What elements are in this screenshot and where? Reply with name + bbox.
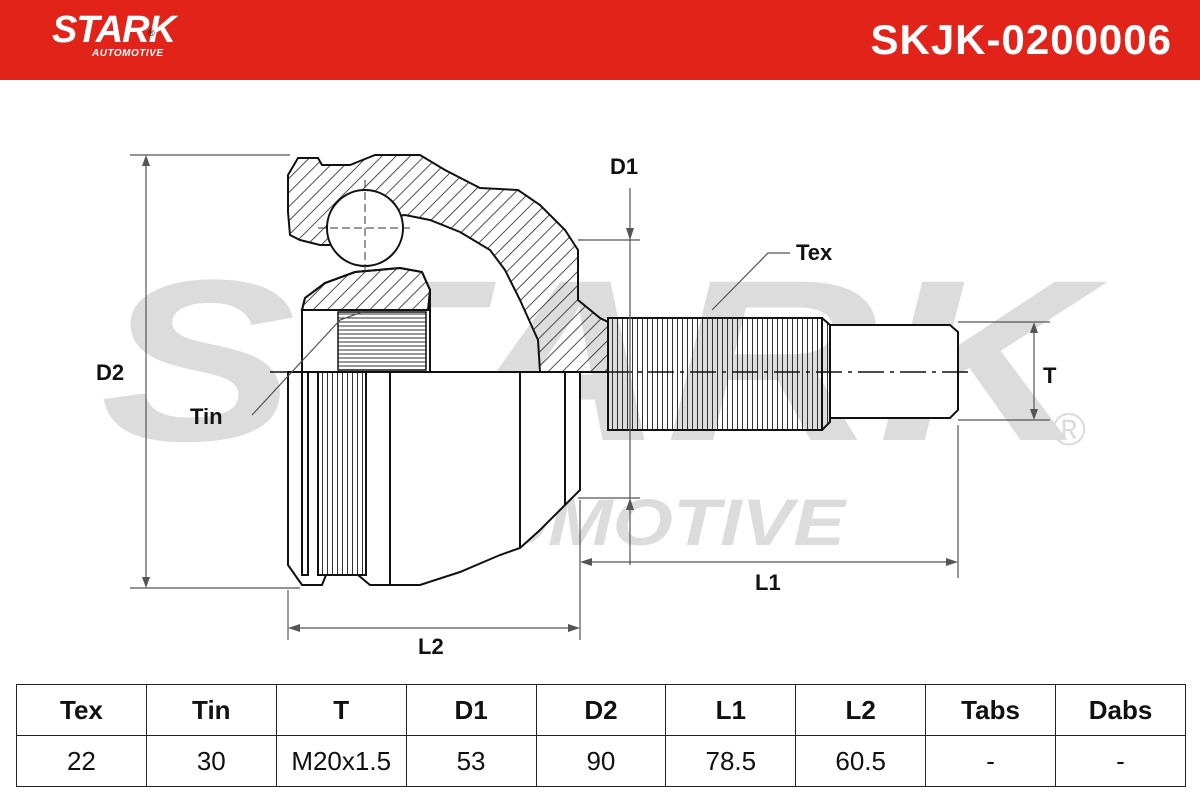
outer-housing-section	[287, 154, 609, 373]
value-tex: 22	[16, 735, 147, 787]
value-l1: 78.5	[665, 735, 797, 787]
part-number: SKJK-0200006	[870, 16, 1172, 63]
dimension-arrows	[142, 155, 1038, 632]
inner-spline-upper	[337, 311, 427, 371]
value-tin: 30	[145, 735, 277, 787]
spec-value-row: 22 30 M20x1.5 53 90 78.5 60.5 - -	[16, 735, 1186, 787]
label-l2: L2	[418, 634, 444, 659]
value-d1: 53	[405, 735, 537, 787]
spec-header-row: Tex Tin T D1 D2 L1 L2 Tabs Dabs	[16, 684, 1186, 736]
label-d2: D2	[96, 360, 124, 385]
cv-joint-drawing: STARK AUTOMOTIVE ®	[96, 154, 1109, 659]
label-l1: L1	[755, 570, 781, 595]
label-t: T	[1043, 363, 1057, 388]
header-d1: D1	[405, 684, 537, 736]
header-tex: Tex	[16, 684, 147, 736]
header-t: T	[275, 684, 407, 736]
value-dabs: -	[1055, 735, 1186, 787]
value-l2: 60.5	[795, 735, 927, 787]
shaft	[607, 317, 959, 431]
logo-subtext: AUTOMOTIVE	[92, 48, 164, 59]
logo-text: STARK	[52, 9, 176, 51]
registered-mark-icon: ®	[148, 28, 155, 38]
outer-housing-exterior	[287, 371, 581, 586]
value-t: M20x1.5	[275, 735, 407, 787]
header-d2: D2	[535, 684, 667, 736]
header-tin: Tin	[145, 684, 277, 736]
value-d2: 90	[535, 735, 667, 787]
label-tex: Tex	[796, 240, 833, 265]
ball-centerlines	[318, 180, 412, 276]
value-tabs: -	[925, 735, 1056, 787]
header-dabs: Dabs	[1055, 684, 1186, 736]
label-d1: D1	[610, 154, 638, 179]
watermark-registered-icon: ®	[1052, 403, 1086, 455]
header-l1: L1	[665, 684, 797, 736]
header-l2: L2	[795, 684, 927, 736]
header-bar: STARK AUTOMOTIVE ® SKJK-0200006	[0, 0, 1200, 80]
spec-table: Tex Tin T D1 D2 L1 L2 Tabs Dabs 22 30 M2…	[16, 684, 1186, 787]
header-tabs: Tabs	[925, 684, 1056, 736]
label-tin: Tin	[190, 404, 223, 429]
stark-logo: STARK AUTOMOTIVE	[52, 9, 176, 59]
